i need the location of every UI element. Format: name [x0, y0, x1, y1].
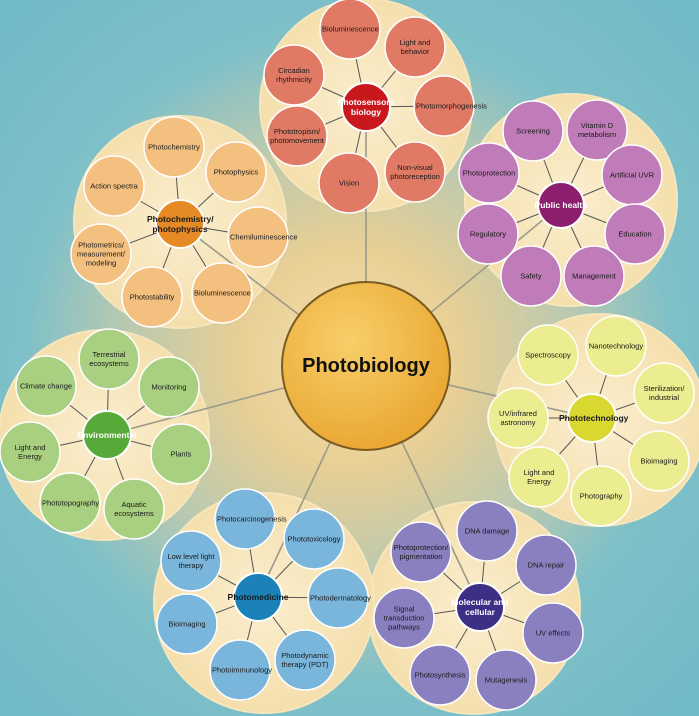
node-education	[604, 203, 666, 265]
node-aquatic-ecosystems	[103, 478, 165, 540]
node-uv-effects	[522, 602, 584, 664]
node-mutagenesis	[475, 649, 537, 711]
hub-molecular	[455, 582, 505, 632]
node-photoprotection-pigmentation	[390, 521, 452, 583]
node-climate-change	[15, 355, 77, 417]
node-phototoxicology	[283, 508, 345, 570]
node-light-and-behavior	[384, 16, 446, 78]
node-uv-infrared-astronomy	[487, 387, 549, 449]
node-screening	[502, 100, 564, 162]
node-signal-transduction-pathways	[373, 587, 435, 649]
hub-public-health	[537, 181, 585, 229]
node-artificial-uvr	[601, 144, 663, 206]
hub-photochemistry	[155, 199, 205, 249]
node-photoimmunology	[209, 639, 271, 701]
hub-photosensory	[341, 82, 391, 132]
node-photodermatology	[307, 567, 369, 629]
node-photography	[570, 465, 632, 527]
node-light-and-energy	[508, 446, 570, 508]
node-bioimaging	[628, 430, 690, 492]
node-photochemistry	[143, 116, 205, 178]
hub-phototechnology	[567, 393, 617, 443]
node-vision	[318, 152, 380, 214]
center-circle	[281, 281, 451, 451]
node-light-and-energy	[0, 421, 61, 483]
node-vitamin-d-metabolism	[566, 99, 628, 161]
node-dna-repair	[515, 534, 577, 596]
node-photomorphogenesis	[413, 75, 475, 137]
node-photodynamic-therapy-pdt	[274, 629, 336, 691]
node-nanotechnology	[585, 315, 647, 377]
hub-photomedicine	[233, 572, 283, 622]
node-sterilization-industrial	[633, 362, 695, 424]
node-photocarcinogenesis	[214, 488, 276, 550]
node-photosynthesis	[409, 644, 471, 706]
node-phototopography	[39, 472, 101, 534]
node-dna-damage	[456, 500, 518, 562]
node-photophysics	[205, 141, 267, 203]
node-circadian-rhythmicity	[263, 44, 325, 106]
node-chemiluminescence	[227, 206, 289, 268]
node-spectroscopy	[517, 324, 579, 386]
node-photostability	[121, 266, 183, 328]
node-regulatory	[457, 203, 519, 265]
node-phototropism-photomovement	[266, 105, 328, 167]
hub-environmental	[82, 410, 132, 460]
node-bioluminescence	[319, 0, 381, 60]
node-non-visual-photoreception	[384, 141, 446, 203]
node-terrestrial-ecosystems	[78, 328, 140, 390]
node-bioimaging	[156, 593, 218, 655]
node-safety	[500, 245, 562, 307]
node-bioluminescence	[191, 262, 253, 324]
node-monitoring	[138, 356, 200, 418]
node-low-level-light-therapy	[160, 530, 222, 592]
node-management	[563, 245, 625, 307]
node-photoprotection	[458, 142, 520, 204]
node-photometrics-measurement-modeling	[70, 223, 132, 285]
node-action-spectra	[83, 155, 145, 217]
node-plants	[150, 423, 212, 485]
